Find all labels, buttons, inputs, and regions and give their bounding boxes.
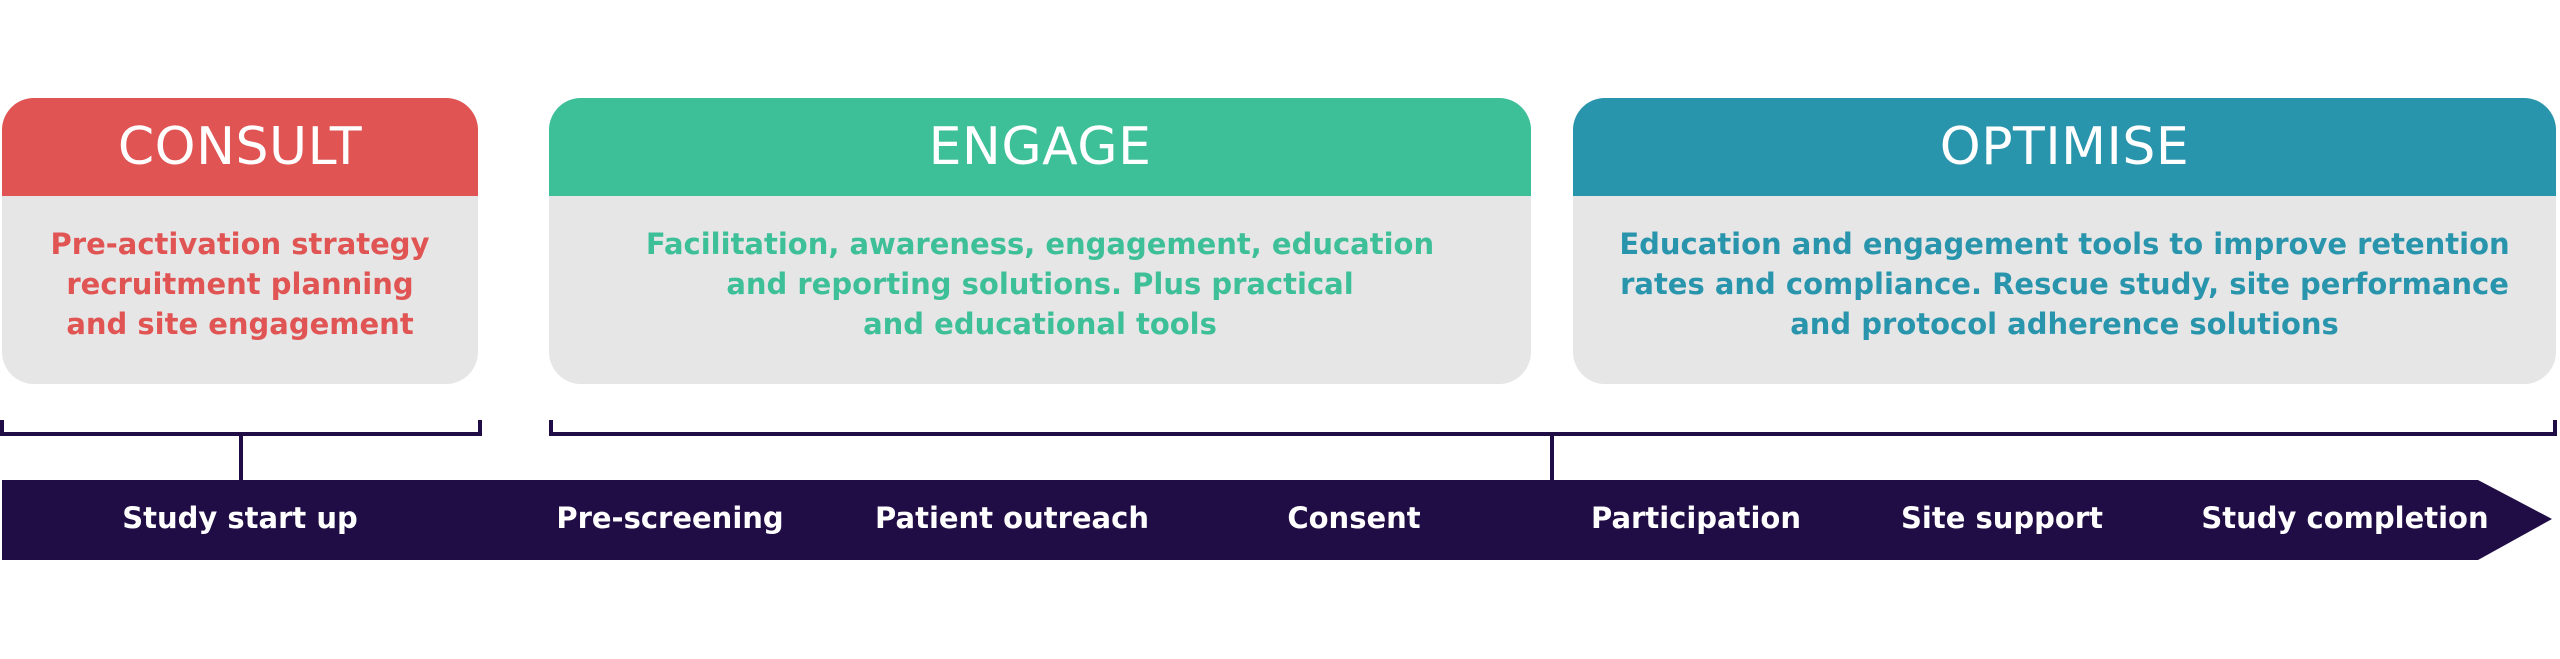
stage-pre-screening: Pre-screening xyxy=(556,501,784,535)
phase-description-line: and reporting solutions. Plus practical xyxy=(726,267,1354,301)
phase-card-engage: ENGAGE Facilitation, awareness, engageme… xyxy=(549,98,1531,384)
stage-study-completion: Study completion xyxy=(2201,501,2489,535)
phase-description-line: and educational tools xyxy=(863,307,1217,341)
stage-patient-outreach: Patient outreach xyxy=(875,501,1149,535)
phase-description-line: Facilitation, awareness, engagement, edu… xyxy=(645,227,1435,261)
phase-title: OPTIMISE xyxy=(1573,98,2556,196)
stage-study-start-up: Study start up xyxy=(122,501,358,535)
phase-description: Education and engagement tools to improv… xyxy=(1573,196,2556,344)
phase-title: ENGAGE xyxy=(549,98,1531,196)
phase-description: Facilitation, awareness, engagement, edu… xyxy=(549,196,1531,344)
stage-site-support: Site support xyxy=(1901,501,2103,535)
phase-card-consult: CONSULT Pre-activation strategy recruitm… xyxy=(2,98,478,384)
phase-description-line: Pre-activation strategy xyxy=(50,227,430,261)
stage-participation: Participation xyxy=(1591,501,1801,535)
phase-description-line: recruitment planning xyxy=(66,267,414,301)
phase-description-line: and site engagement xyxy=(66,307,414,341)
stage-consent: Consent xyxy=(1287,501,1421,535)
phase-card-optimise: OPTIMISE Education and engagement tools … xyxy=(1573,98,2556,384)
phase-title: CONSULT xyxy=(2,98,478,196)
phase-description-line: Education and engagement tools to improv… xyxy=(1619,227,2510,261)
timeline-arrow-shape xyxy=(2,480,2552,560)
phase-description-line: and protocol adherence solutions xyxy=(1790,307,2339,341)
phase-description: Pre-activation strategy recruitment plan… xyxy=(2,196,478,344)
phase-description-line: rates and compliance. Rescue study, site… xyxy=(1620,267,2509,301)
